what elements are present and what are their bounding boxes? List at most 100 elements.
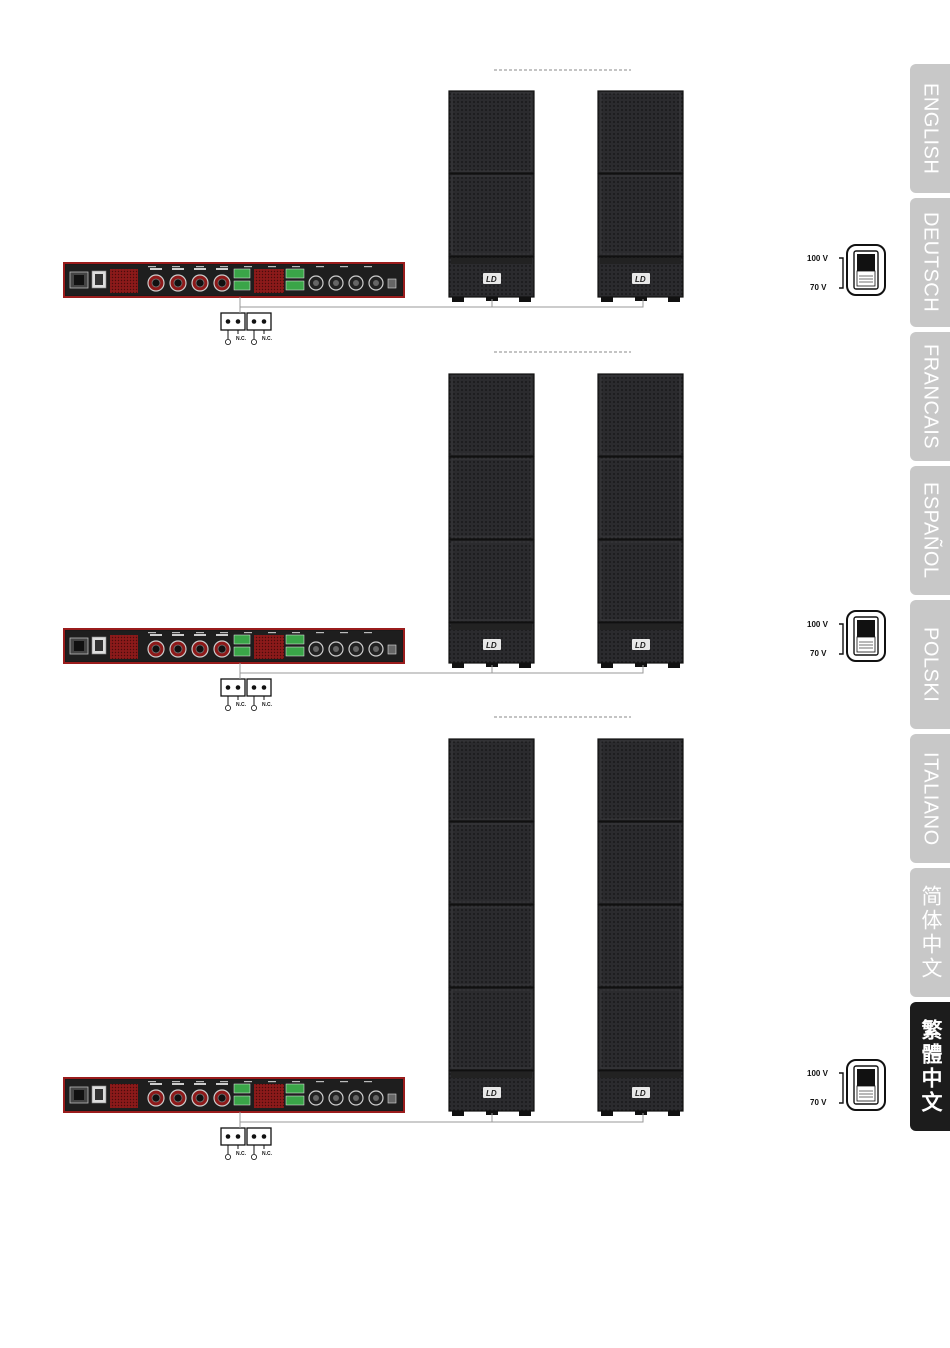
vent-grille	[254, 269, 284, 293]
speaker-foot	[635, 663, 647, 667]
setup-2: LD LD N.C.N.C. 100 V 70 V	[64, 352, 885, 711]
speaker-module	[449, 457, 534, 539]
speaker-column: LD	[449, 739, 534, 1116]
terminal-block	[286, 1084, 304, 1093]
terminal-screw	[262, 319, 267, 324]
terminal-screw	[252, 1134, 257, 1139]
usb-port	[388, 279, 396, 288]
setup-3: LD LD N.C. N.C. 100 V 70 V	[64, 717, 885, 1160]
terminal-block	[234, 281, 250, 290]
switch-rocker	[857, 620, 875, 637]
speaker-column: LD	[598, 374, 683, 668]
terminal-block	[234, 635, 250, 644]
terminal-connector: N.C.N.C.	[221, 679, 273, 711]
speaker-module	[449, 988, 534, 1070]
ground-symbol	[225, 705, 230, 710]
terminal-box	[221, 679, 245, 696]
nc-label: N.C.	[236, 336, 247, 342]
speaker-module	[598, 540, 683, 622]
terminal-screw	[252, 685, 257, 690]
terminal-screw	[236, 685, 241, 690]
voltage-switch: 100 V 70 V	[807, 1060, 885, 1110]
terminal-screw	[226, 685, 231, 690]
terminal-box	[221, 1128, 245, 1145]
terminal-block	[234, 269, 250, 278]
terminal-screw	[262, 1134, 267, 1139]
terminal-screw	[252, 319, 257, 324]
speaker-cable	[240, 1112, 643, 1122]
speaker-foot	[668, 1111, 680, 1116]
vent-grille	[110, 269, 138, 293]
terminal-screw	[226, 319, 231, 324]
amplifier-rear-panel	[64, 629, 404, 663]
speaker-foot	[601, 297, 613, 302]
speaker-module	[598, 905, 683, 987]
speaker-column: LD	[449, 91, 534, 302]
terminal-screw	[226, 1134, 231, 1139]
speaker-foot	[601, 663, 613, 668]
speaker-module	[449, 91, 534, 173]
speaker-foot	[635, 1111, 647, 1115]
voltage-label-high: 100 V	[807, 620, 829, 629]
voltage-label-high: 100 V	[807, 1069, 829, 1078]
ld-logo: LD	[635, 275, 646, 284]
ground-symbol	[251, 339, 256, 344]
ld-logo: LD	[486, 641, 497, 650]
speaker-module	[449, 374, 534, 456]
speaker-foot	[601, 1111, 613, 1116]
speaker-foot	[519, 1111, 531, 1116]
speaker-cable	[240, 297, 643, 307]
speaker-foot	[452, 1111, 464, 1116]
terminal-block	[286, 635, 304, 644]
ground-symbol	[225, 1154, 230, 1159]
vent-grille	[110, 1084, 138, 1108]
terminal-screw	[236, 319, 241, 324]
terminal-connector: N.C. N.C.	[221, 1128, 273, 1160]
voltage-label-high: 100 V	[807, 254, 829, 263]
terminal-connector: N.C. N.C.	[221, 313, 273, 345]
ground-symbol	[225, 339, 230, 344]
usb-port	[388, 645, 396, 654]
usb-port	[388, 1094, 396, 1103]
speaker-module	[449, 174, 534, 256]
speaker-module	[449, 905, 534, 987]
terminal-block	[286, 647, 304, 656]
voltage-label-low: 70 V	[810, 1098, 827, 1107]
voltage-switch: 100 V 70 V	[807, 611, 885, 661]
terminal-screw	[236, 1134, 241, 1139]
speaker-module	[598, 374, 683, 456]
speaker-module	[598, 988, 683, 1070]
terminal-box	[247, 679, 271, 696]
ld-logo: LD	[635, 1089, 646, 1098]
speaker-foot	[668, 297, 680, 302]
voltage-label-low: 70 V	[810, 283, 827, 292]
speaker-module	[598, 457, 683, 539]
setup-1: LD LD N.C. N.C. 100 V 70 V	[64, 70, 885, 345]
terminal-screw	[262, 685, 267, 690]
speaker-column: LD	[598, 91, 683, 302]
vent-grille	[254, 635, 284, 659]
switch-rocker	[857, 1069, 875, 1086]
vent-grille	[254, 1084, 284, 1108]
speaker-foot	[519, 297, 531, 302]
speaker-cable	[240, 663, 643, 673]
amplifier-rear-panel	[64, 263, 404, 297]
nc-label: N.C.	[262, 1151, 273, 1157]
ground-symbol	[251, 705, 256, 710]
terminal-block	[286, 269, 304, 278]
speaker-foot	[452, 663, 464, 668]
speaker-module	[598, 174, 683, 256]
voltage-switch: 100 V 70 V	[807, 245, 885, 295]
voltage-label-low: 70 V	[810, 649, 827, 658]
terminal-block	[234, 1084, 250, 1093]
speaker-module	[598, 91, 683, 173]
nc-label: N.C.	[262, 336, 273, 342]
speaker-foot	[452, 297, 464, 302]
vent-grille	[110, 635, 138, 659]
ld-logo: LD	[486, 275, 497, 284]
nc-label: N.C.	[236, 1151, 247, 1157]
ld-logo: LD	[635, 641, 646, 650]
terminal-block	[234, 1096, 250, 1105]
nc-label: N.C.	[262, 702, 273, 708]
